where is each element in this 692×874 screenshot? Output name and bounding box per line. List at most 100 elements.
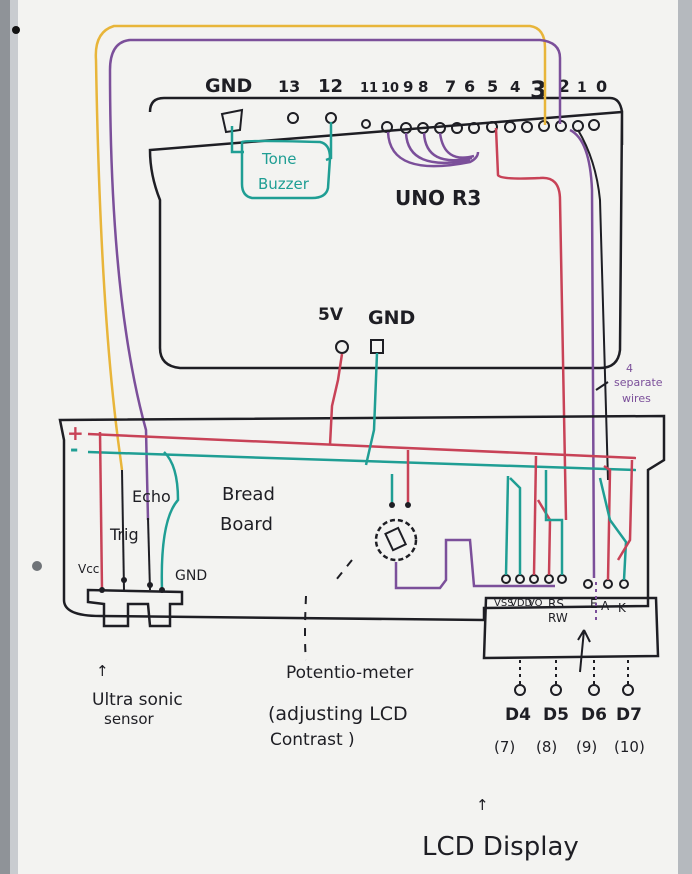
buzzer-label-line1: Tone xyxy=(261,150,297,168)
lcd-data-posts xyxy=(514,660,634,696)
lcd-pin-vdd: VDD xyxy=(510,598,533,609)
whiteboard-right-frame xyxy=(678,0,692,874)
trig-wire xyxy=(94,24,547,471)
lcd-data-pin-d4: D4 xyxy=(505,705,531,725)
pin-4-icon xyxy=(486,121,498,133)
lcd-data-pin-d6: D6 xyxy=(581,705,607,725)
lcd-data-pin-number-10: (10) xyxy=(614,738,645,756)
positive-rail xyxy=(87,432,637,460)
breadboard-plus-label: + xyxy=(67,421,84,445)
echo-lead xyxy=(147,517,151,591)
lcd-pin-rw: RW xyxy=(548,611,568,625)
negative-rail xyxy=(87,450,637,472)
power-5v-pin-icon xyxy=(335,340,349,354)
lcd-pin-e: E xyxy=(590,597,598,611)
pin-2-icon xyxy=(521,121,533,133)
pin-5-icon xyxy=(468,122,480,134)
lcd-data-wires-top xyxy=(386,131,480,168)
pin-11-icon xyxy=(361,119,371,129)
separate-wires-note-line3: wires xyxy=(622,392,651,405)
lcd-pin-a: A xyxy=(601,599,610,613)
board-corner-dot xyxy=(12,26,20,34)
trig-lead xyxy=(121,469,125,591)
ultrasonic-pin-vcc: Vcc xyxy=(78,562,99,576)
lcd-data-pin-d5: D5 xyxy=(543,705,569,725)
lcd-arrow-icon: ↑ xyxy=(476,796,489,814)
pin-8-icon xyxy=(417,122,429,134)
separate-wires-arrow-icon xyxy=(595,381,609,391)
lcd-data-pin-d7: D7 xyxy=(616,705,642,725)
pin-label-5: 5 xyxy=(487,77,498,96)
arduino-outline xyxy=(148,96,624,370)
ultrasonic-arrow-icon: ↑ xyxy=(96,662,109,680)
potentiometer-label-line2: (adjusting LCD xyxy=(268,703,408,725)
separate-wires-note-line2: separate xyxy=(614,376,663,389)
pin-label-8: 8 xyxy=(418,78,428,96)
ultrasonic-pin-echo: Echo xyxy=(132,487,171,506)
pin-label-2: 2 xyxy=(558,77,570,97)
ultrasonic-label-line1: Ultra sonic xyxy=(92,690,183,710)
whiteboard-left-frame xyxy=(10,0,18,874)
lcd-pin-vo: VO xyxy=(528,598,543,609)
breadboard-minus-label: - xyxy=(70,437,78,461)
pin-label-12: 12 xyxy=(318,76,343,97)
potentiometer-icon xyxy=(374,518,418,562)
lcd-data-pin-number-9: (9) xyxy=(576,738,597,756)
lcd-outline xyxy=(482,596,660,660)
pin-label-4: 4 xyxy=(510,78,520,96)
pin-6-icon xyxy=(451,122,463,134)
pin-label-7: 7 xyxy=(445,77,456,96)
lcd-pin-k: K xyxy=(618,601,627,615)
lcd-wires xyxy=(504,455,634,581)
breadboard-5v-wire xyxy=(328,353,344,446)
potentiometer-label-line3: Contrast ) xyxy=(270,730,355,750)
potentiometer-knob-icon xyxy=(384,526,408,552)
breadboard-label-line2: Board xyxy=(220,514,273,535)
pin-label-11: 11 xyxy=(360,81,378,96)
vcc-wire xyxy=(98,431,104,591)
breadboard-label-line1: Bread xyxy=(222,484,275,505)
potentiometer-label-line1: Potentio-meter xyxy=(286,663,413,683)
arduino-title: UNO R3 xyxy=(395,186,481,210)
pin-label-10: 10 xyxy=(381,81,399,96)
ultrasonic-label-line2: sensor xyxy=(104,710,155,728)
lcd-pin-rs: RS xyxy=(548,597,564,611)
pin-label-gnd: GND xyxy=(205,75,252,97)
buzzer-signal-wire xyxy=(325,122,333,162)
power-5v-label: 5V xyxy=(318,305,344,325)
pin-label-13: 13 xyxy=(278,77,300,96)
breadboard-outline xyxy=(58,414,666,622)
pin-label-0: 0 xyxy=(596,77,607,96)
pin-label-9: 9 xyxy=(403,78,413,96)
potentiometer-pointer xyxy=(304,559,353,661)
breadboard-gnd-wire xyxy=(364,352,379,466)
echo-wire xyxy=(108,38,562,521)
pin-10-icon xyxy=(381,121,393,133)
gnd-pin-icon xyxy=(220,108,244,134)
buzzer-label-line2: Buzzer xyxy=(258,175,310,193)
enable-wire xyxy=(569,128,596,579)
pin-label-3: 3 xyxy=(530,76,547,104)
pin-label-1: 1 xyxy=(577,80,587,96)
pin-label-6: 6 xyxy=(464,77,475,96)
lcd-pin-vss: VSS xyxy=(494,598,514,609)
buzzer-outline xyxy=(240,139,332,200)
lcd-display-label: LCD Display xyxy=(422,832,579,862)
buzzer-gnd-wire xyxy=(230,126,244,154)
pin-3-icon xyxy=(504,121,516,133)
separate-wires-note-line1: 4 xyxy=(626,362,633,375)
power-gnd-label: GND xyxy=(368,307,415,329)
lcd-data-pin-number-7: (7) xyxy=(494,738,515,756)
ultrasonic-gnd-wire xyxy=(160,451,180,591)
board-screw-icon xyxy=(32,561,42,571)
separate-wire-guide xyxy=(577,129,609,481)
arduino-pin-labels: GND 13 12 11 10 9 8 7 6 5 4 3 2 1 0 xyxy=(205,75,607,104)
whiteboard-surface xyxy=(10,0,686,874)
ultrasonic-sensor-icon xyxy=(86,588,184,628)
lcd-data-pin-number-8: (8) xyxy=(536,738,557,756)
ultrasonic-pin-gnd: GND xyxy=(175,568,207,584)
lcd-enable-arrow-icon xyxy=(577,629,591,673)
rs-wire xyxy=(494,127,568,521)
pin-extra-b-icon xyxy=(588,119,600,131)
